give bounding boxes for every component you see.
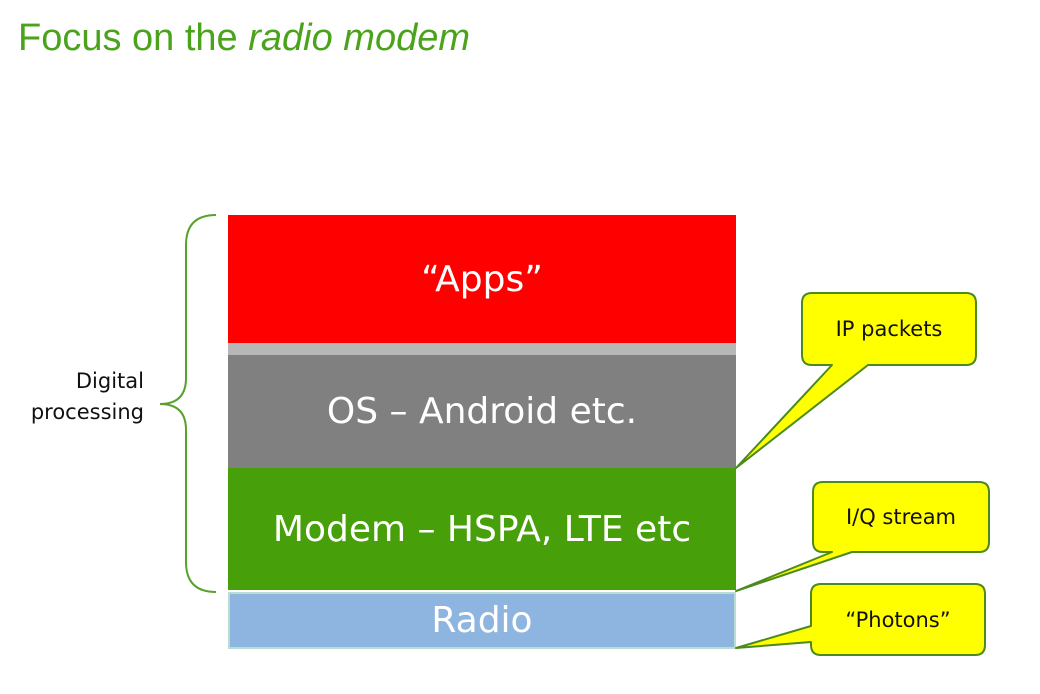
layer-modem: Modem – HSPA, LTE etc (228, 468, 736, 590)
layer-apps: “Apps” (228, 215, 736, 343)
callout-photons-bubble (735, 583, 986, 656)
slide-title-italic: radio modem (248, 17, 471, 59)
slide-title: Focus on the radio modem (18, 12, 470, 64)
curly-brace (159, 214, 217, 593)
layer-separator (228, 343, 736, 355)
layer-os: OS – Android etc. (228, 355, 736, 468)
callout-ip-packets-bubble (735, 292, 977, 469)
layer-radio: Radio (228, 592, 736, 649)
callout-photons: “Photons” (845, 607, 951, 632)
callout-ip-packets: IP packets (835, 317, 943, 341)
callout-iq-stream-bubble (735, 481, 990, 592)
callout-iq-stream: I/Q stream (845, 505, 957, 529)
brace-label-line1: Digital (75, 369, 144, 393)
brace-label-line2: processing (30, 400, 144, 424)
slide-title-plain: Focus on the (18, 17, 249, 59)
brace-label: Digital processing (0, 366, 144, 428)
